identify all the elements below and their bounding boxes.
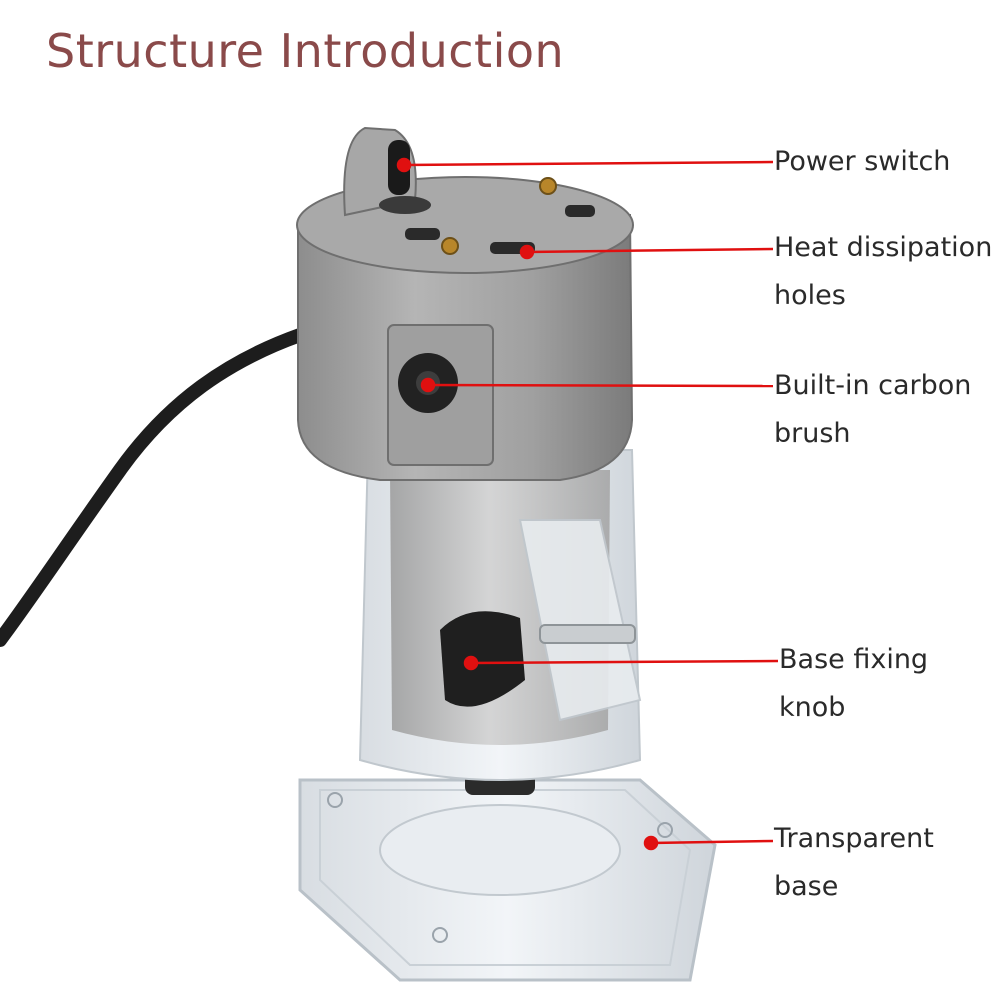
motor-housing: [296, 126, 634, 481]
callout-line: Built-in carbon: [774, 370, 972, 401]
page-title: Structure Introduction: [46, 24, 565, 78]
callout-base-fixing-knob: Base fixing knob: [779, 636, 928, 732]
callout-line: brush: [774, 418, 851, 449]
callout-line: knob: [779, 692, 846, 723]
callout-line: Power switch: [774, 146, 951, 177]
fixing-knob: [440, 611, 636, 707]
callout-transparent-base: Transparent base: [774, 815, 934, 911]
callout-lines: [396, 157, 779, 851]
callout-carbon-brush: Built-in carbon brush: [774, 362, 971, 458]
callout-line: Transparent: [774, 823, 934, 854]
callout-line: Base fixing: [779, 644, 929, 675]
callout-line: Heat dissipation: [774, 232, 993, 263]
callout-heat-dissipation-holes: Heat dissipation holes: [774, 224, 992, 320]
callout-line: holes: [774, 280, 846, 311]
transparent-base-plate: [298, 778, 717, 982]
callout-power-switch: Power switch: [774, 138, 950, 186]
power-cord: [0, 328, 307, 647]
callout-line: base: [774, 871, 839, 902]
